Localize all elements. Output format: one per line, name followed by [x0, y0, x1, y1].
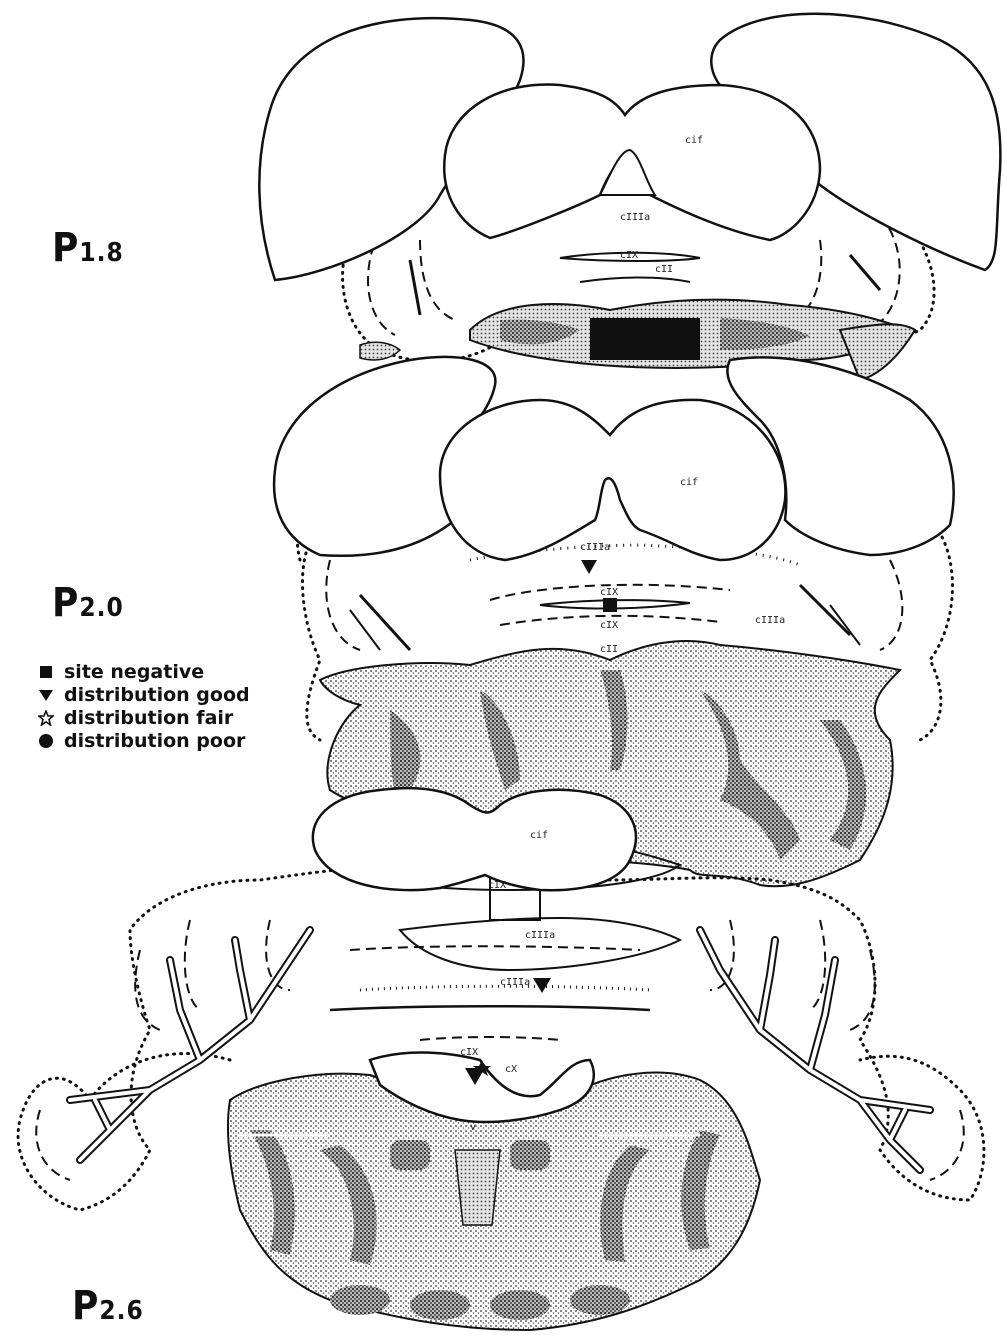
legend-item-distribution-good: distribution good: [36, 683, 250, 706]
level-letter: P: [52, 580, 79, 626]
legend-item-distribution-poor: distribution poor: [36, 729, 250, 752]
legend-label: distribution fair: [64, 707, 233, 729]
level-label-p2-0: P2.0: [52, 580, 124, 626]
label-cvn-13: cX: [505, 1064, 517, 1075]
label-cif-1: cif: [685, 135, 703, 146]
legend-label: site negative: [64, 661, 204, 683]
label-ventricle: v: [470, 1122, 476, 1133]
triangle-down-icon: [36, 685, 56, 705]
label-cvn-6: cIX: [600, 620, 618, 631]
label-cvn-8: cIIIa: [755, 615, 785, 626]
label-cvn-1: cIIIa: [620, 212, 650, 223]
label-cvn-12: cIX: [460, 1047, 478, 1058]
label-cif-2: cif: [680, 477, 698, 488]
label-cvn-10: cIIIa: [525, 930, 555, 941]
circle-icon: [36, 731, 56, 751]
label-cvn-2: cIX: [620, 250, 638, 261]
label-cvn-4: cIIIa: [580, 542, 610, 553]
square-icon: [36, 662, 56, 682]
inferior-colliculus-p2-0: [440, 400, 785, 560]
level-letter: P: [52, 225, 79, 271]
marker-distribution-good: [581, 560, 597, 574]
label-cvn-3: cII: [655, 264, 673, 275]
legend-item-site-negative: site negative: [36, 660, 250, 683]
legend-label: distribution poor: [64, 730, 245, 752]
label-cvn-5: cIX: [600, 587, 618, 598]
label-cvn-7: cII: [600, 644, 618, 655]
legend: site negative distribution good distribu…: [36, 660, 250, 752]
label-cif-3: cif: [530, 830, 548, 841]
label-cvn-9: cIX: [488, 880, 506, 891]
level-number: 2.6: [99, 1296, 143, 1326]
star-outline-icon: [36, 708, 56, 728]
legend-label: distribution good: [64, 684, 250, 706]
label-cvn-11: cIIIa: [500, 977, 530, 988]
level-letter: P: [72, 1283, 99, 1329]
level-label-p1-8: P1.8: [52, 225, 124, 271]
level-label-p2-6: P2.6: [72, 1283, 144, 1329]
marker-distribution-good-2: [533, 978, 551, 993]
level-number: 2.0: [79, 593, 123, 623]
legend-item-distribution-fair: distribution fair: [36, 706, 250, 729]
level-number: 1.8: [79, 238, 123, 268]
marker-site-negative: [603, 598, 617, 612]
section-p1-8: cif cIIIa cIX cII: [259, 14, 1000, 380]
